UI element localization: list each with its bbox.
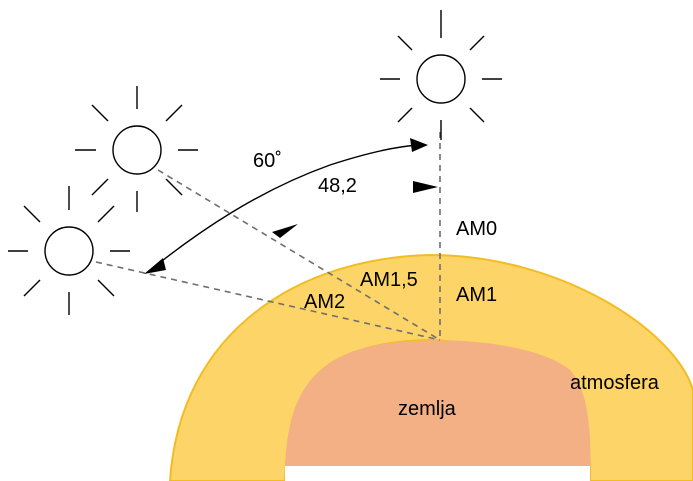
am1-label: AM1 [456, 284, 497, 306]
earth-base [285, 466, 590, 481]
sun-icon [380, 10, 502, 140]
am2-label: AM2 [304, 291, 345, 313]
arc-arrowhead-left [144, 258, 166, 274]
atmosphere-label: atmosfera [570, 372, 660, 394]
earth-label: zemlja [398, 398, 457, 420]
ray-am2 [95, 261, 441, 341]
am15-label: AM1,5 [360, 269, 418, 291]
angle-marker-vertical [413, 181, 438, 193]
angle-60-label: 60˚ [253, 150, 282, 172]
sun-icon [8, 186, 130, 315]
angle-48-label: 48,2 [318, 175, 357, 197]
sun-icon [75, 86, 198, 212]
dashed-rays [95, 132, 441, 341]
am0-label: AM0 [456, 218, 497, 240]
angle-arc [147, 144, 421, 273]
arc-arrowhead-right [410, 138, 428, 152]
earth-body [285, 340, 591, 481]
angle-marker-48 [272, 224, 298, 238]
